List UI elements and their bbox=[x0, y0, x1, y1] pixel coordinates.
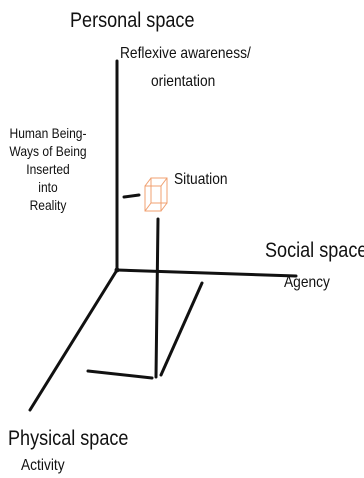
personal-space-subtitle-line2: orientation bbox=[151, 73, 216, 90]
origin-point bbox=[114, 267, 120, 273]
social-space-axis bbox=[115, 268, 298, 278]
human-being-line1: Human Being- bbox=[9, 125, 87, 141]
physical-projection-line bbox=[86, 369, 154, 380]
physical-space-axis bbox=[28, 268, 119, 412]
personal-space-subtitle-line1: Reflexive awareness/ bbox=[120, 45, 251, 62]
personal-space-title: Personal space bbox=[70, 9, 195, 32]
human-being-line4: into bbox=[38, 179, 58, 195]
social-space-subtitle: Agency bbox=[284, 274, 330, 291]
physical-space-title: Physical space bbox=[8, 427, 129, 450]
physical-space-subtitle: Activity bbox=[21, 457, 65, 474]
social-space-title: Social space bbox=[265, 239, 364, 262]
personal-projection-tick bbox=[122, 193, 141, 199]
human-being-line3: Inserted bbox=[26, 161, 70, 177]
human-being-label: Human Being- Ways of Being Inserted into… bbox=[8, 124, 87, 214]
situation-cube-icon bbox=[144, 177, 168, 212]
human-being-line5: Reality bbox=[29, 197, 67, 213]
situation-drop-line bbox=[154, 217, 160, 379]
situation-label: Situation bbox=[174, 171, 228, 188]
social-projection-line bbox=[159, 281, 204, 377]
human-being-line2: Ways of Being bbox=[9, 143, 87, 159]
